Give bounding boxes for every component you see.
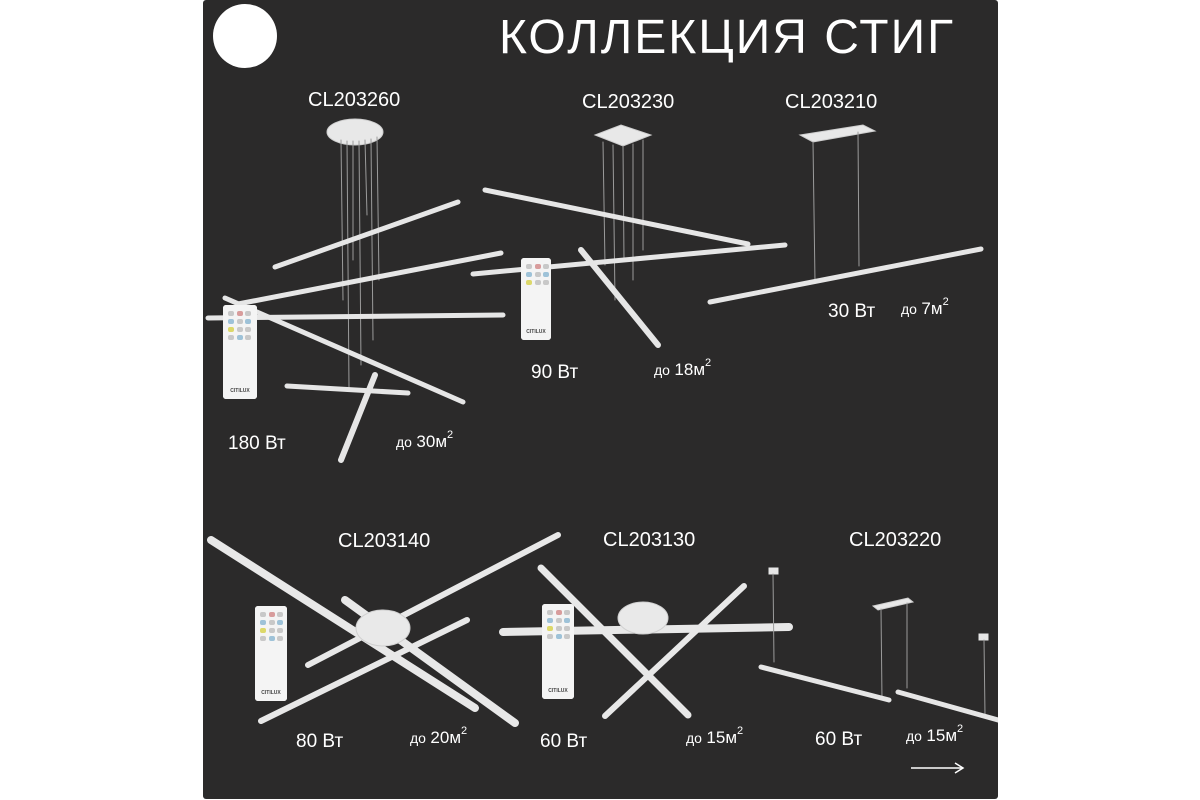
area-unit-sup: 2: [461, 725, 468, 737]
area-prefix: до: [906, 728, 922, 744]
remote-keypad-4: CITILUX: [542, 604, 574, 699]
product-area-cl203140: до 20м2: [410, 725, 468, 748]
lamp-cl203220: [758, 567, 998, 723]
remote-keypad-3: CITILUX: [255, 606, 287, 701]
product-power-cl203210: 30 Вт: [828, 301, 876, 322]
product-code-cl203140: CL203140: [338, 530, 431, 552]
product-code-cl203220: CL203220: [849, 529, 942, 551]
product-area-cl203230: до 18м2: [654, 357, 712, 380]
area-prefix: до: [396, 434, 412, 450]
area-prefix: до: [654, 362, 670, 378]
area-value: 15м: [706, 728, 738, 747]
collection-title: КОЛЛЕКЦИЯ СТИГ: [499, 11, 956, 64]
area-prefix: до: [901, 301, 917, 317]
lamp-cl203210: [707, 124, 984, 305]
product-code-cl203210: CL203210: [785, 91, 878, 113]
remote-keypad-1: CITILUX: [223, 305, 257, 399]
remote-logo: CITILUX: [261, 690, 281, 696]
lamp-cl203260: [205, 118, 506, 463]
collection-panel: CITILUX CITILUX CITILUX CITILUX КОЛЛЕКЦИ…: [203, 0, 998, 799]
lamp-cl203230: [470, 124, 788, 348]
area-unit-sup: 2: [942, 296, 949, 308]
area-unit-sup: 2: [447, 429, 454, 441]
product-area-cl203220: до 15м2: [906, 723, 964, 746]
remote-logo: CITILUX: [548, 688, 568, 694]
product-power-cl203230: 90 Вт: [531, 362, 579, 383]
area-value: 7м: [921, 299, 943, 318]
area-value: 20м: [430, 728, 462, 747]
product-code-cl203230: CL203230: [582, 91, 675, 113]
product-power-cl203140: 80 Вт: [296, 731, 344, 752]
area-unit-sup: 2: [737, 725, 744, 737]
product-area-cl203260: до 30м2: [396, 429, 454, 452]
product-power-cl203260: 180 Вт: [228, 433, 286, 454]
area-prefix: до: [686, 730, 702, 746]
area-value: 15м: [926, 726, 958, 745]
product-illustrations: [205, 4, 998, 774]
product-power-cl203130: 60 Вт: [540, 731, 588, 752]
area-unit-sup: 2: [957, 723, 964, 735]
product-power-cl203220: 60 Вт: [815, 729, 863, 750]
product-code-cl203260: CL203260: [308, 89, 401, 111]
area-prefix: до: [410, 730, 426, 746]
product-code-cl203130: CL203130: [603, 529, 696, 551]
remote-logo: CITILUX: [230, 388, 250, 394]
remote-logo: CITILUX: [526, 329, 546, 335]
product-area-cl203130: до 15м2: [686, 725, 744, 748]
product-area-cl203210: до 7м2: [901, 296, 949, 319]
area-unit-sup: 2: [705, 357, 712, 369]
area-value: 18м: [674, 360, 706, 379]
lamp-cl203140: [207, 532, 561, 727]
area-value: 30м: [416, 432, 448, 451]
arrow-right-icon[interactable]: [911, 762, 965, 774]
brand-logo-circle: [213, 4, 277, 68]
remote-keypad-2: CITILUX: [521, 258, 551, 340]
